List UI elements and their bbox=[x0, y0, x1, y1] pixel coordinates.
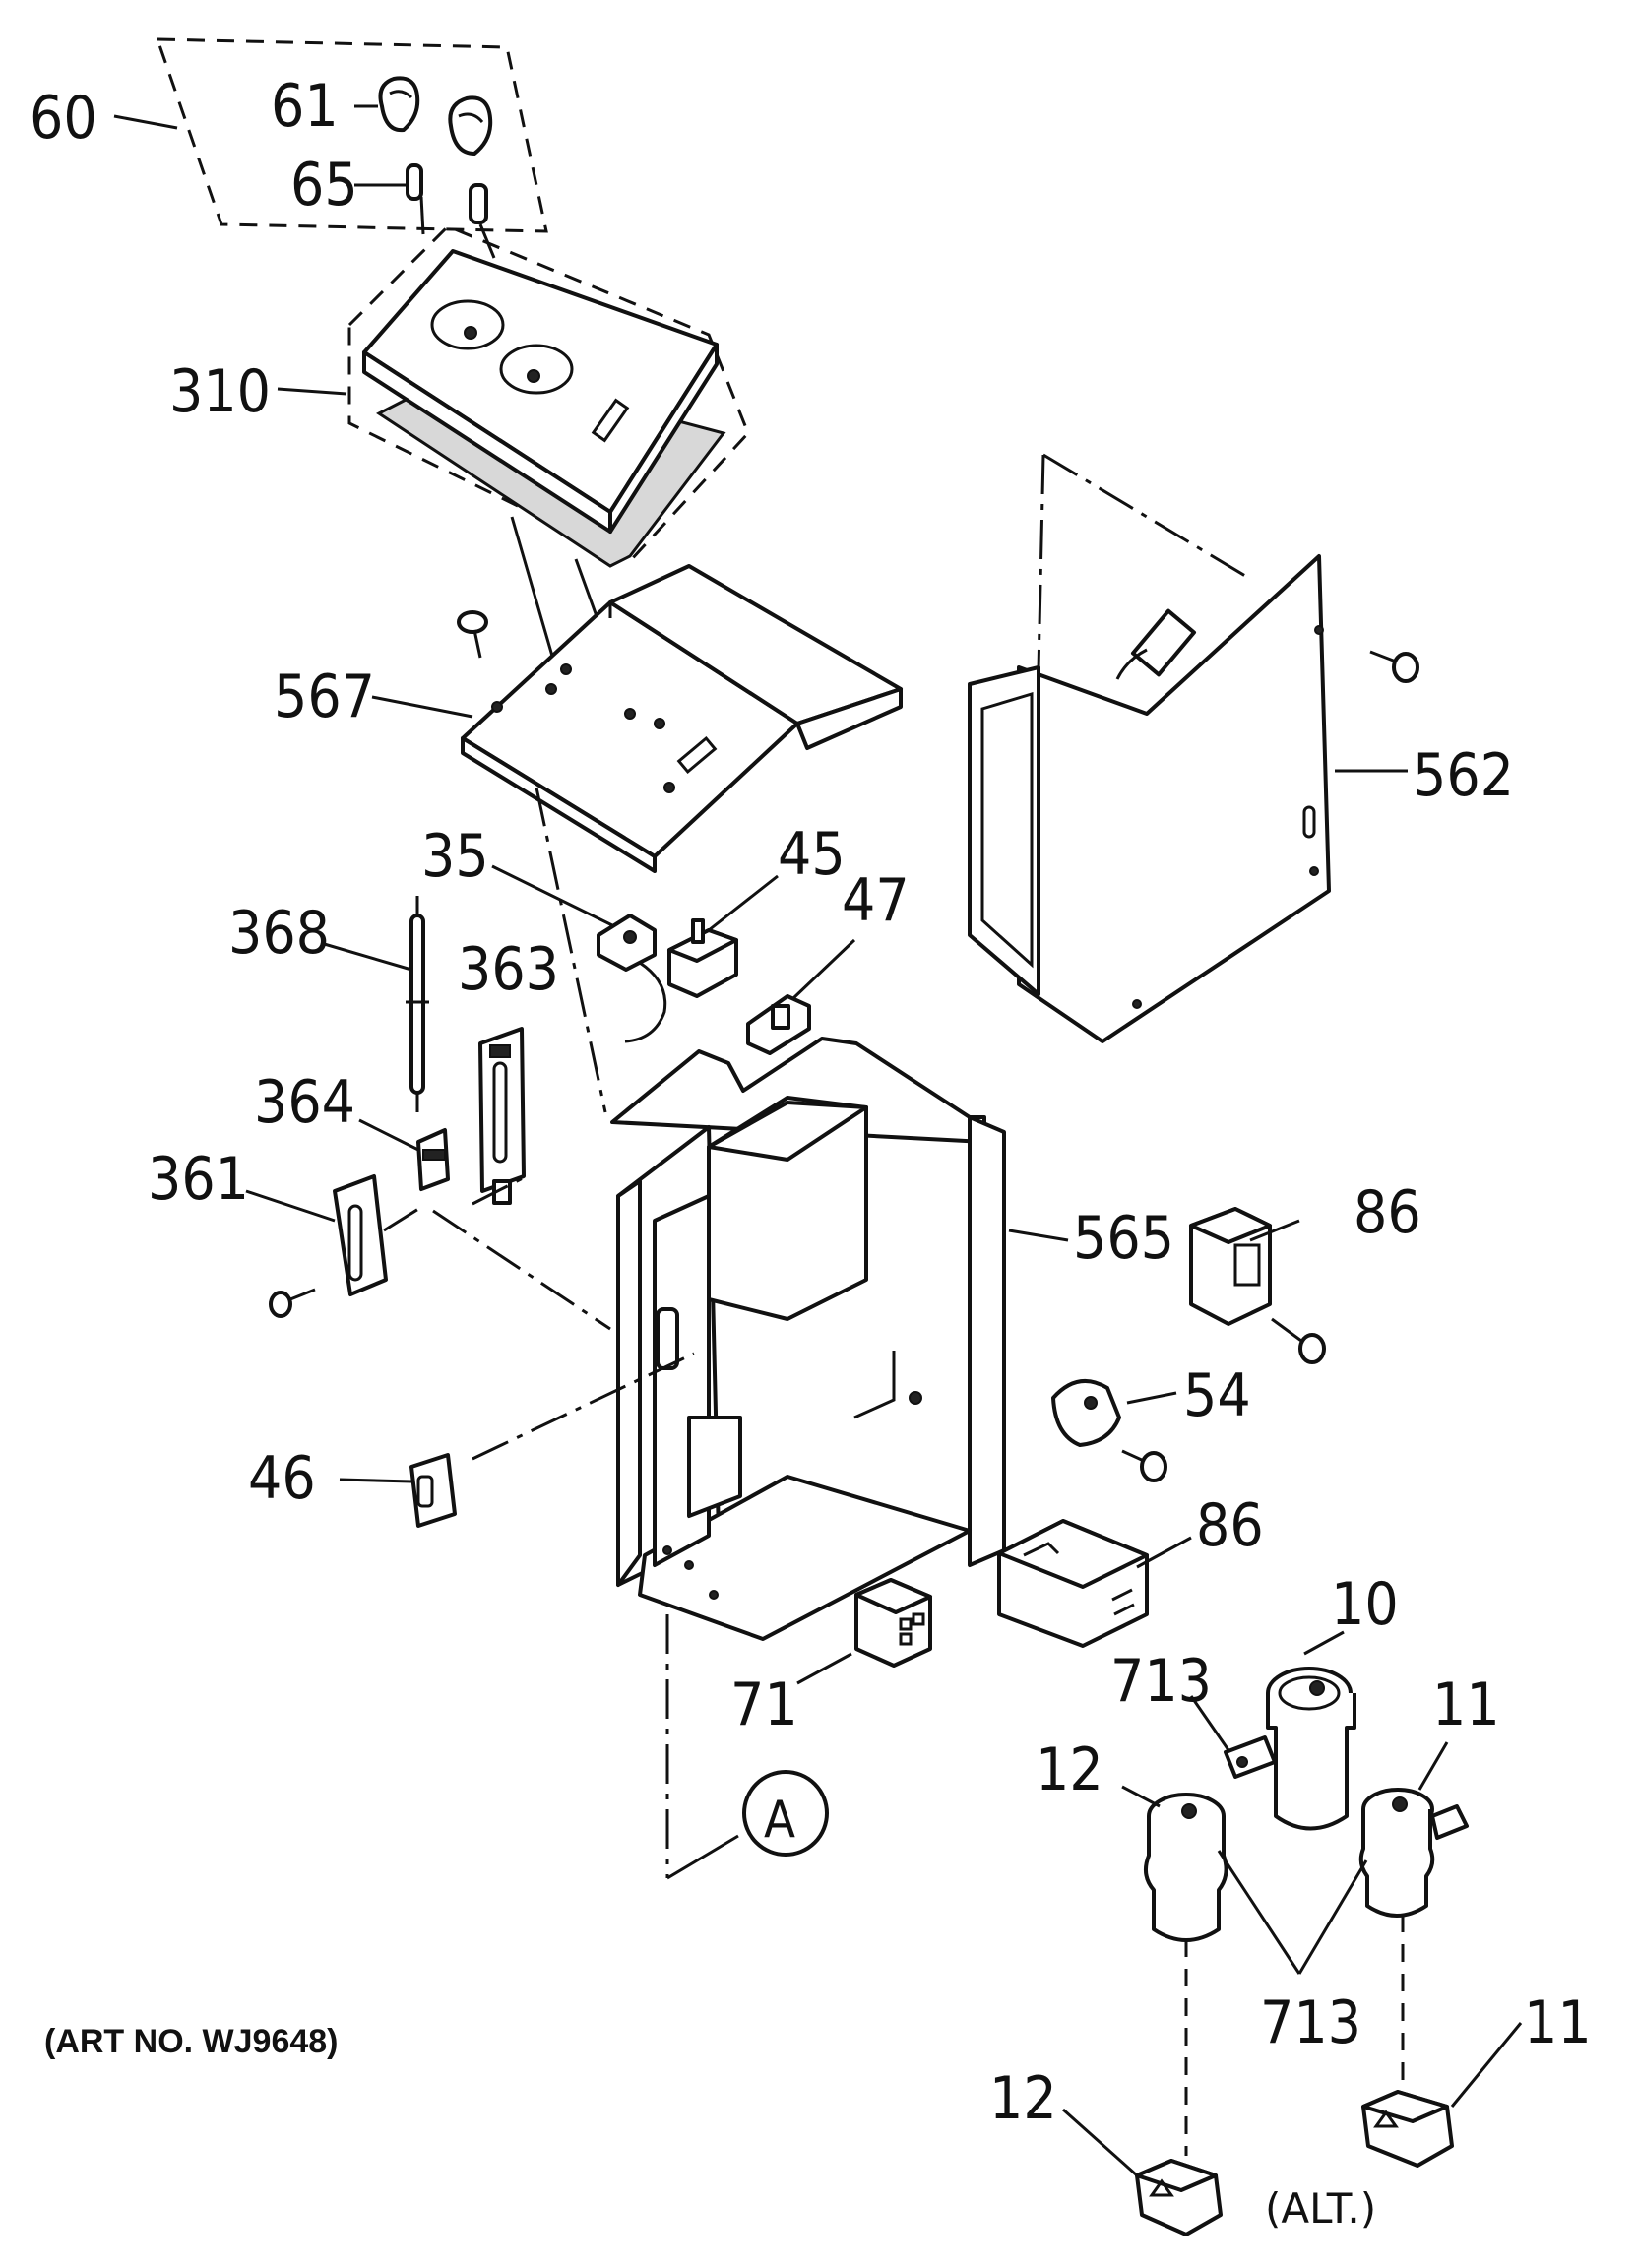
callout-364: 364 bbox=[254, 1068, 355, 1137]
shaft-65[interactable] bbox=[406, 163, 423, 201]
callout-363: 363 bbox=[458, 935, 559, 1004]
callout-60: 60 bbox=[30, 84, 97, 153]
callout-361: 361 bbox=[148, 1145, 249, 1214]
shaft-65-right[interactable] bbox=[469, 183, 488, 224]
callout-567: 567 bbox=[274, 662, 375, 731]
callout-565: 565 bbox=[1073, 1204, 1174, 1273]
component-86-upper[interactable] bbox=[1189, 1207, 1326, 1364]
switch-12-alt[interactable] bbox=[1062, 2108, 1223, 2236]
capacitor-11[interactable] bbox=[1358, 1741, 1469, 2092]
callout-35: 35 bbox=[421, 822, 489, 891]
callout-10: 10 bbox=[1331, 1570, 1399, 1639]
screw bbox=[1369, 650, 1419, 683]
mounting-plate-567[interactable] bbox=[371, 564, 903, 873]
callout-46: 46 bbox=[248, 1444, 316, 1513]
capacitor-12[interactable] bbox=[1121, 1785, 1228, 2156]
callout-562: 562 bbox=[1413, 741, 1514, 810]
art-number: (ART NO. WJ9648) bbox=[44, 2023, 339, 2060]
callout-47: 47 bbox=[842, 866, 910, 935]
capacitor-10[interactable] bbox=[1189, 1630, 1356, 1831]
callout-368: 368 bbox=[228, 899, 330, 968]
callout-12-lower: 12 bbox=[989, 2064, 1057, 2133]
callout-54: 54 bbox=[1183, 1361, 1251, 1430]
knob-61-right[interactable] bbox=[448, 95, 493, 156]
block-45[interactable] bbox=[667, 874, 779, 998]
callout-12-upper: 12 bbox=[1036, 1735, 1103, 1804]
reference-label-a: A bbox=[764, 1791, 795, 1850]
bracket-363[interactable] bbox=[478, 1027, 526, 1205]
callout-86-upper: 86 bbox=[1354, 1178, 1421, 1247]
connector-71[interactable] bbox=[796, 1578, 932, 1685]
callout-86-lower: 86 bbox=[1196, 1491, 1264, 1560]
alt-note: (ALT.) bbox=[1265, 2184, 1376, 2233]
side-cover-562[interactable] bbox=[968, 453, 1419, 1043]
callout-71: 71 bbox=[730, 1670, 798, 1739]
screw bbox=[457, 610, 488, 659]
switch-47[interactable] bbox=[746, 938, 856, 1055]
callout-11-lower: 11 bbox=[1524, 1988, 1592, 2057]
knob-group-60 bbox=[113, 37, 548, 233]
callout-65: 65 bbox=[290, 151, 358, 220]
plate-361[interactable] bbox=[245, 1174, 388, 1318]
chassis-565[interactable] bbox=[610, 1037, 1069, 1641]
clip-54[interactable] bbox=[1051, 1379, 1177, 1482]
callout-11-upper: 11 bbox=[1432, 1670, 1500, 1739]
switch-364[interactable] bbox=[358, 1118, 450, 1191]
bracket-35[interactable] bbox=[491, 864, 667, 1043]
callout-310: 310 bbox=[169, 357, 271, 426]
switch-11-alt[interactable] bbox=[1361, 2022, 1523, 2168]
callout-713-upper: 713 bbox=[1110, 1647, 1212, 1716]
reference-circle-a: A bbox=[742, 1770, 829, 1857]
component-86-lower[interactable] bbox=[997, 1519, 1192, 1648]
rod-368[interactable] bbox=[320, 896, 429, 1112]
control-panel-310[interactable] bbox=[277, 224, 750, 568]
switch-46[interactable] bbox=[339, 1453, 457, 1528]
callout-45: 45 bbox=[778, 820, 846, 889]
callout-713-lower: 713 bbox=[1260, 1988, 1361, 2057]
callout-61: 61 bbox=[271, 72, 339, 141]
knob-61[interactable] bbox=[378, 76, 420, 133]
